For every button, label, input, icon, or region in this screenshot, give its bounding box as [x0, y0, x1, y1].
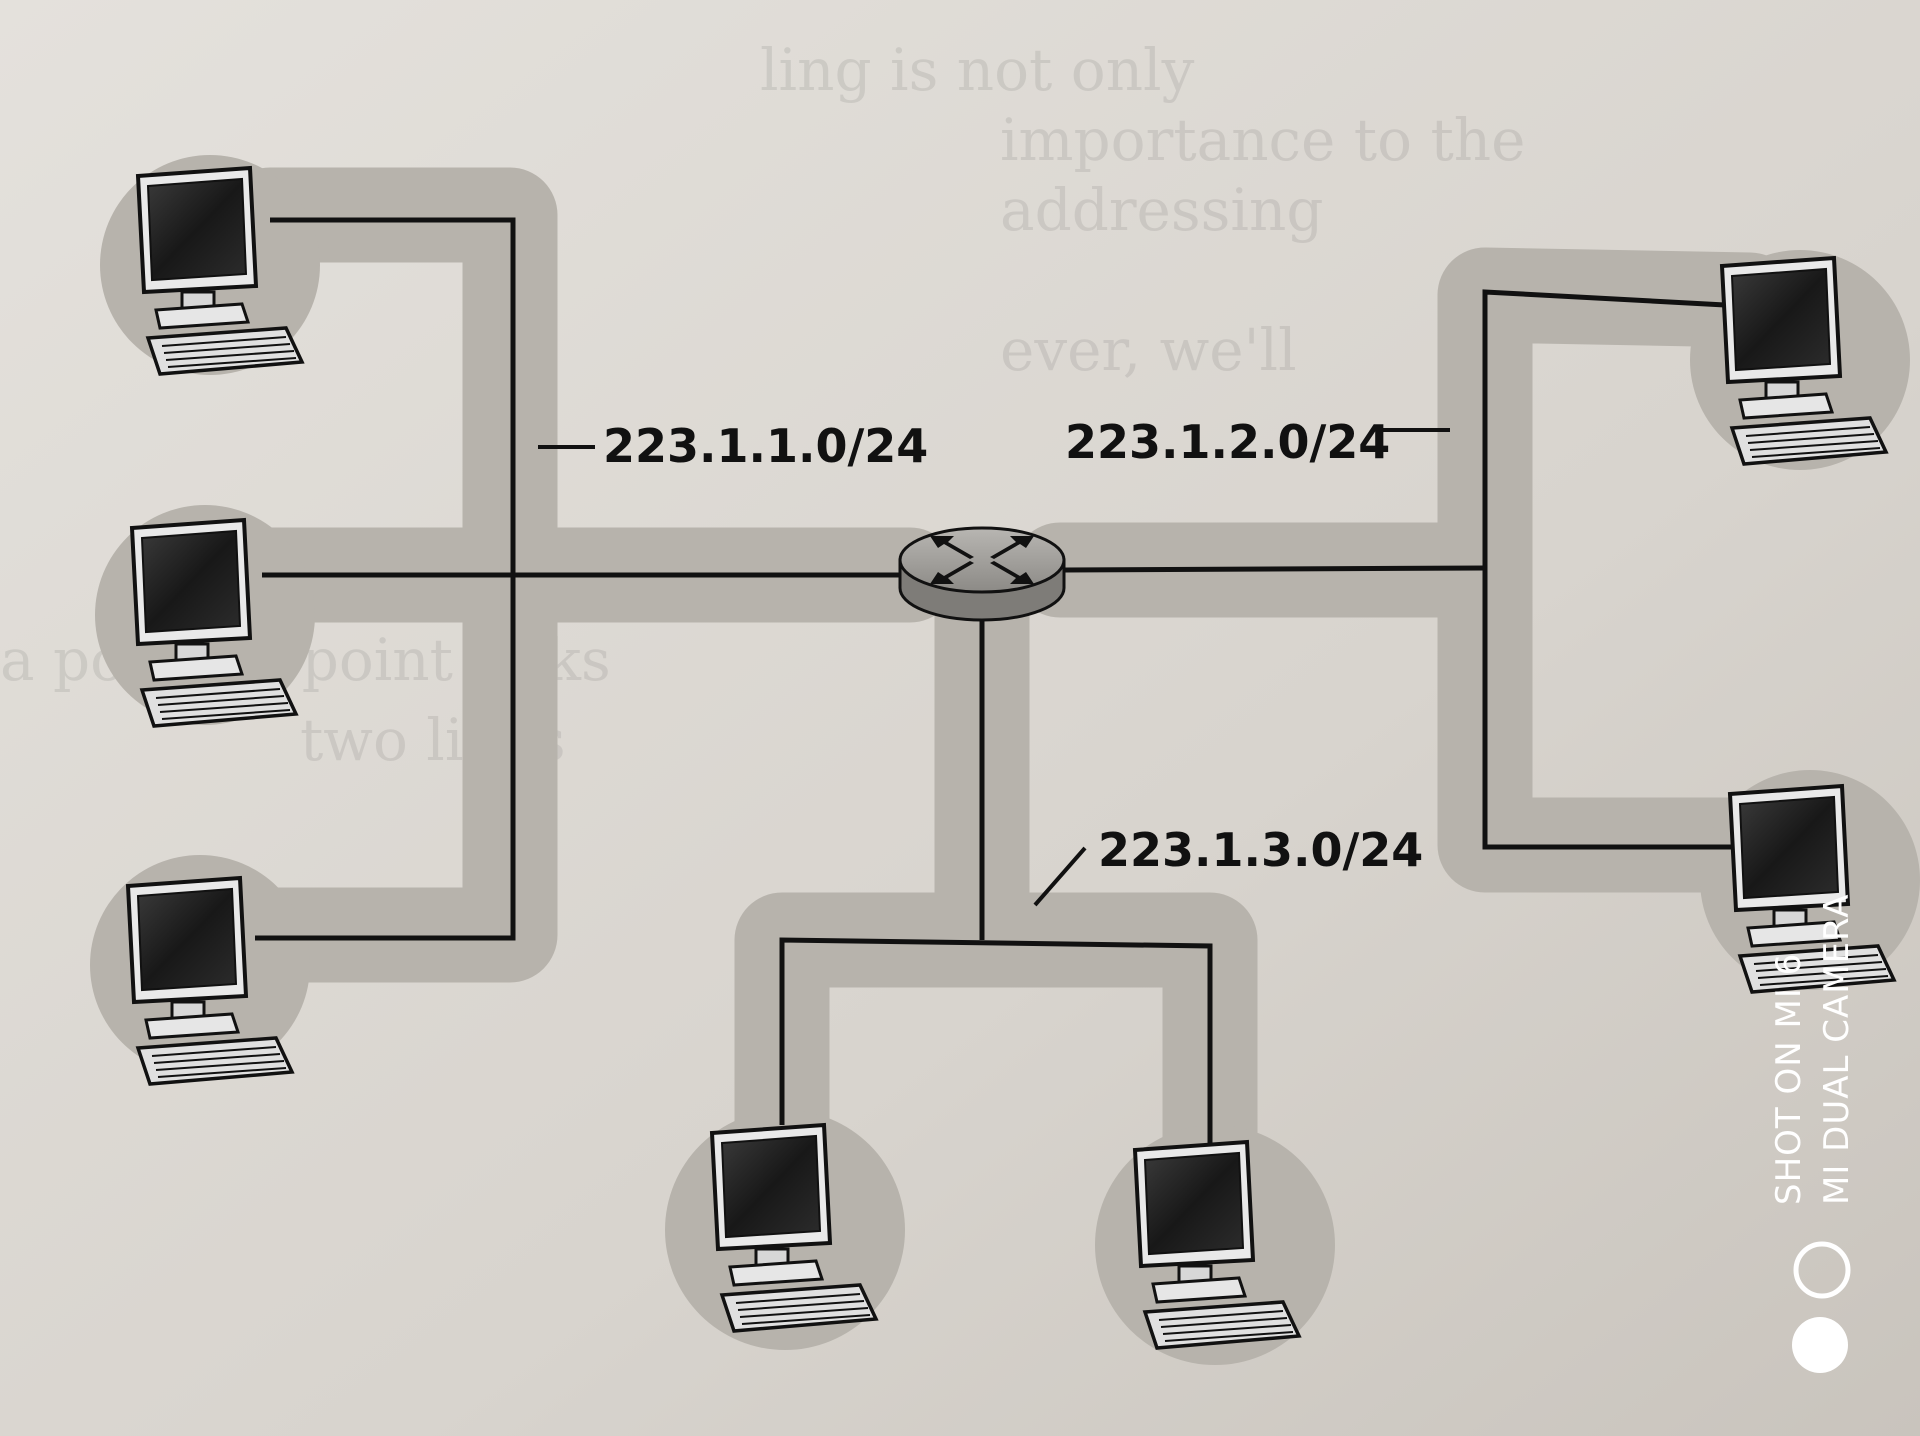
subnet-label-right: 223.1.2.0/24 — [1065, 415, 1390, 469]
svg-text:importance to the: importance to the — [1000, 106, 1525, 174]
camera-watermark: SHOT ON MI 6 MI DUAL CAMERA — [1769, 893, 1857, 1205]
router-arrows-icon — [930, 536, 1034, 584]
left-subnet-link — [255, 217, 516, 941]
svg-text:ever, we'll: ever, we'll — [1000, 316, 1297, 384]
bottom-subnet-link — [779, 937, 1213, 1145]
svg-text:ling is not only: ling is not only — [760, 36, 1195, 104]
watermark-line1: SHOT ON MI 6 — [1769, 953, 1809, 1205]
svg-text:addressing: addressing — [1000, 176, 1323, 244]
subnet-wires — [255, 217, 1745, 1145]
watermark-line2: MI DUAL CAMERA — [1817, 893, 1857, 1205]
label-leaders — [538, 428, 1450, 907]
bottom-subnet-leader — [1033, 846, 1087, 907]
router — [898, 526, 1066, 622]
watermark-dot-icon — [1792, 1317, 1848, 1373]
subnet-label-bottom: 223.1.3.0/24 — [1098, 823, 1423, 877]
right-subnet-to-router — [1064, 565, 1486, 573]
watermark-ring-icon — [1793, 1241, 1851, 1299]
subnet-label-left: 223.1.1.0/24 — [603, 419, 928, 473]
